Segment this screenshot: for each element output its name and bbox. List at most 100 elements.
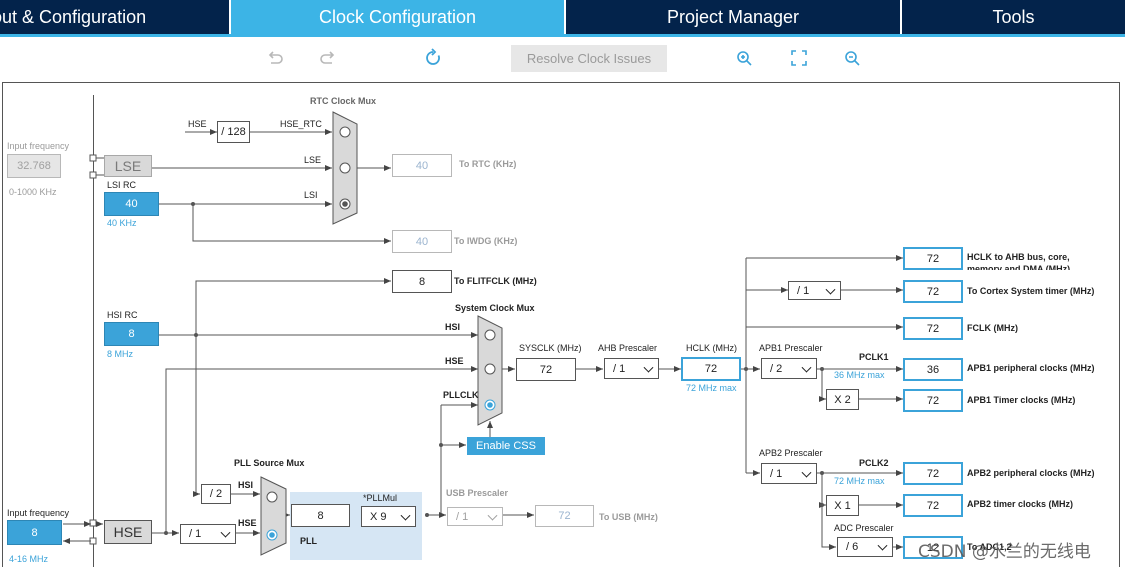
tab-bar: out & Configuration Clock Configuration … [0,0,1125,34]
lsi-label: LSI RC [107,180,137,190]
sysclk-value[interactable]: 72 [516,358,576,381]
hclk-label: HCLK (MHz) [686,343,737,353]
apb2-timer-label: APB2 timer clocks (MHz) [967,499,1074,509]
hse-range-label: 4-16 MHz [9,554,49,564]
chevron-down-icon [487,510,498,521]
apb2-prescaler-label: APB2 Prescaler [759,448,823,458]
lse-source-box[interactable]: LSE [104,155,152,177]
diagram-frame [2,82,1120,567]
pll-mul-select[interactable]: X 9 [361,506,416,527]
lse-input-frequency-field[interactable]: 32.768 [7,154,61,178]
rtc-lse-label: LSE [304,155,322,165]
hclk-ahb-output-label: HCLK to AHB bus, core, memory and DMA (M… [967,252,1071,270]
lse-input-frequency-label: Input frequency [7,141,70,151]
adc-prescaler-label: ADC Prescaler [834,523,894,533]
sys-mux-pllclk-label: PLLCLK [443,390,479,400]
flitfclk-value: 8 [392,270,452,293]
usb-prescaler-select[interactable]: / 1 [447,507,503,526]
resolve-clock-issues-button[interactable]: Resolve Clock Issues [511,45,667,72]
pll-src-hsi-label: HSI [238,480,254,490]
pll-source-mux-shape [260,476,287,556]
apb1-peripheral-label: APB1 peripheral clocks (MHz) [967,363,1095,373]
lsi-value-box: 40 [104,192,159,216]
tab-separator [564,0,566,34]
apb1-max-label: 36 MHz max [834,370,885,380]
fit-screen-icon[interactable] [787,46,811,70]
pll-input-value: 8 [291,504,350,527]
ahb-prescaler-value: / 1 [613,362,626,375]
chevron-down-icon [643,362,654,373]
zoom-in-icon[interactable] [732,46,756,70]
hse-divider-value: / 1 [189,528,202,540]
pclk2-label: PCLK2 [859,458,889,468]
apb1-timer-label: APB1 Timer clocks (MHz) [967,395,1076,405]
adc-output: 12 [903,536,963,559]
rtc-mux-option-lse[interactable] [339,162,351,174]
hsi-label: HSI RC [107,310,138,320]
hsi-unit-label: 8 MHz [107,349,134,359]
rtc-hse-label: HSE [188,119,207,129]
tab-pinout-configuration[interactable]: out & Configuration [0,7,147,27]
sys-mux-option-hse[interactable] [484,363,496,375]
hse-source-box[interactable]: HSE [104,520,152,544]
apb2-prescaler-select[interactable]: / 1 [761,463,817,484]
tab-tools[interactable]: Tools [992,7,1035,27]
refresh-icon[interactable] [421,46,445,70]
cortex-divider-value: / 1 [797,284,810,297]
zoom-out-icon[interactable] [840,46,864,70]
tab-project-manager[interactable]: Project Manager [666,7,800,27]
apb1-timer-multiplier: X 2 [826,389,859,410]
apb1-timer-output: 72 [903,389,963,412]
apb2-max-label: 72 MHz max [834,476,885,486]
ahb-prescaler-label: AHB Prescaler [598,343,658,353]
undo-icon[interactable] [263,46,287,70]
chevron-down-icon [801,467,812,478]
apb2-peripheral-output: 72 [903,462,963,485]
usb-output-label: To USB (MHz) [599,512,658,522]
rtc-mux-option-hse[interactable] [339,126,351,138]
tab-separator [900,0,902,34]
usb-prescaler-label: USB Prescaler [446,488,509,498]
lse-range-label: 0-1000 KHz [9,187,57,197]
rtc-lsi-label: LSI [304,190,318,200]
enable-css-button[interactable]: Enable CSS [467,437,545,455]
ahb-prescaler-select[interactable]: / 1 [604,358,659,379]
adc-prescaler-value: / 6 [846,541,859,553]
adc-prescaler-select[interactable]: / 6 [837,537,893,557]
hclk-value-field[interactable]: 72 [681,357,741,381]
redo-icon[interactable] [316,46,340,70]
rtc-mux-title: RTC Clock Mux [310,96,377,106]
hse-pll-divider-select[interactable]: / 1 [180,524,236,544]
hse-input-frequency-field[interactable]: 8 [7,520,62,545]
lsi-unit-label: 40 KHz [107,218,137,228]
chevron-down-icon [877,540,888,551]
chevron-down-icon [400,510,411,521]
iwdg-output-label: To IWDG (KHz) [454,236,518,246]
tab-clock-configuration[interactable]: Clock Configuration [231,0,564,34]
apb2-prescaler-value: / 1 [770,467,783,480]
watermark: CSDN @水兰的无线电 [918,542,1091,562]
tab-underline [0,34,1125,37]
pll-src-hse-label: HSE [238,518,257,528]
sysclk-label: SYSCLK (MHz) [519,343,582,353]
apb2-timer-output: 72 [903,494,963,517]
pll-label: PLL [300,536,317,546]
apb1-prescaler-select[interactable]: / 2 [761,358,817,379]
cortex-timer-output: 72 [903,280,963,303]
rtc-output-value: 40 [392,154,452,177]
rtc-output-label: To RTC (KHz) [459,159,517,169]
sys-mux-option-hsi[interactable] [484,329,496,341]
apb2-peripheral-label: APB2 peripheral clocks (MHz) [967,468,1095,478]
pll-hsi-divider: / 2 [201,484,231,504]
system-clock-mux-title: System Clock Mux [455,303,535,313]
cortex-timer-label: To Cortex System timer (MHz) [967,286,1095,296]
hse-input-frequency-label: Input frequency [7,508,70,518]
adc-output-label: To ADC1,2 [967,542,1012,552]
cortex-timer-divider-select[interactable]: / 1 [788,281,841,300]
pll-mul-label: *PLLMul [363,493,398,503]
hclk-max-label: 72 MHz max [686,383,737,393]
chevron-down-icon [801,362,812,373]
pll-src-option-hsi[interactable] [266,491,278,503]
fclk-label: FCLK (MHz) [967,323,1018,333]
sys-mux-hse-label: HSE [445,356,464,366]
